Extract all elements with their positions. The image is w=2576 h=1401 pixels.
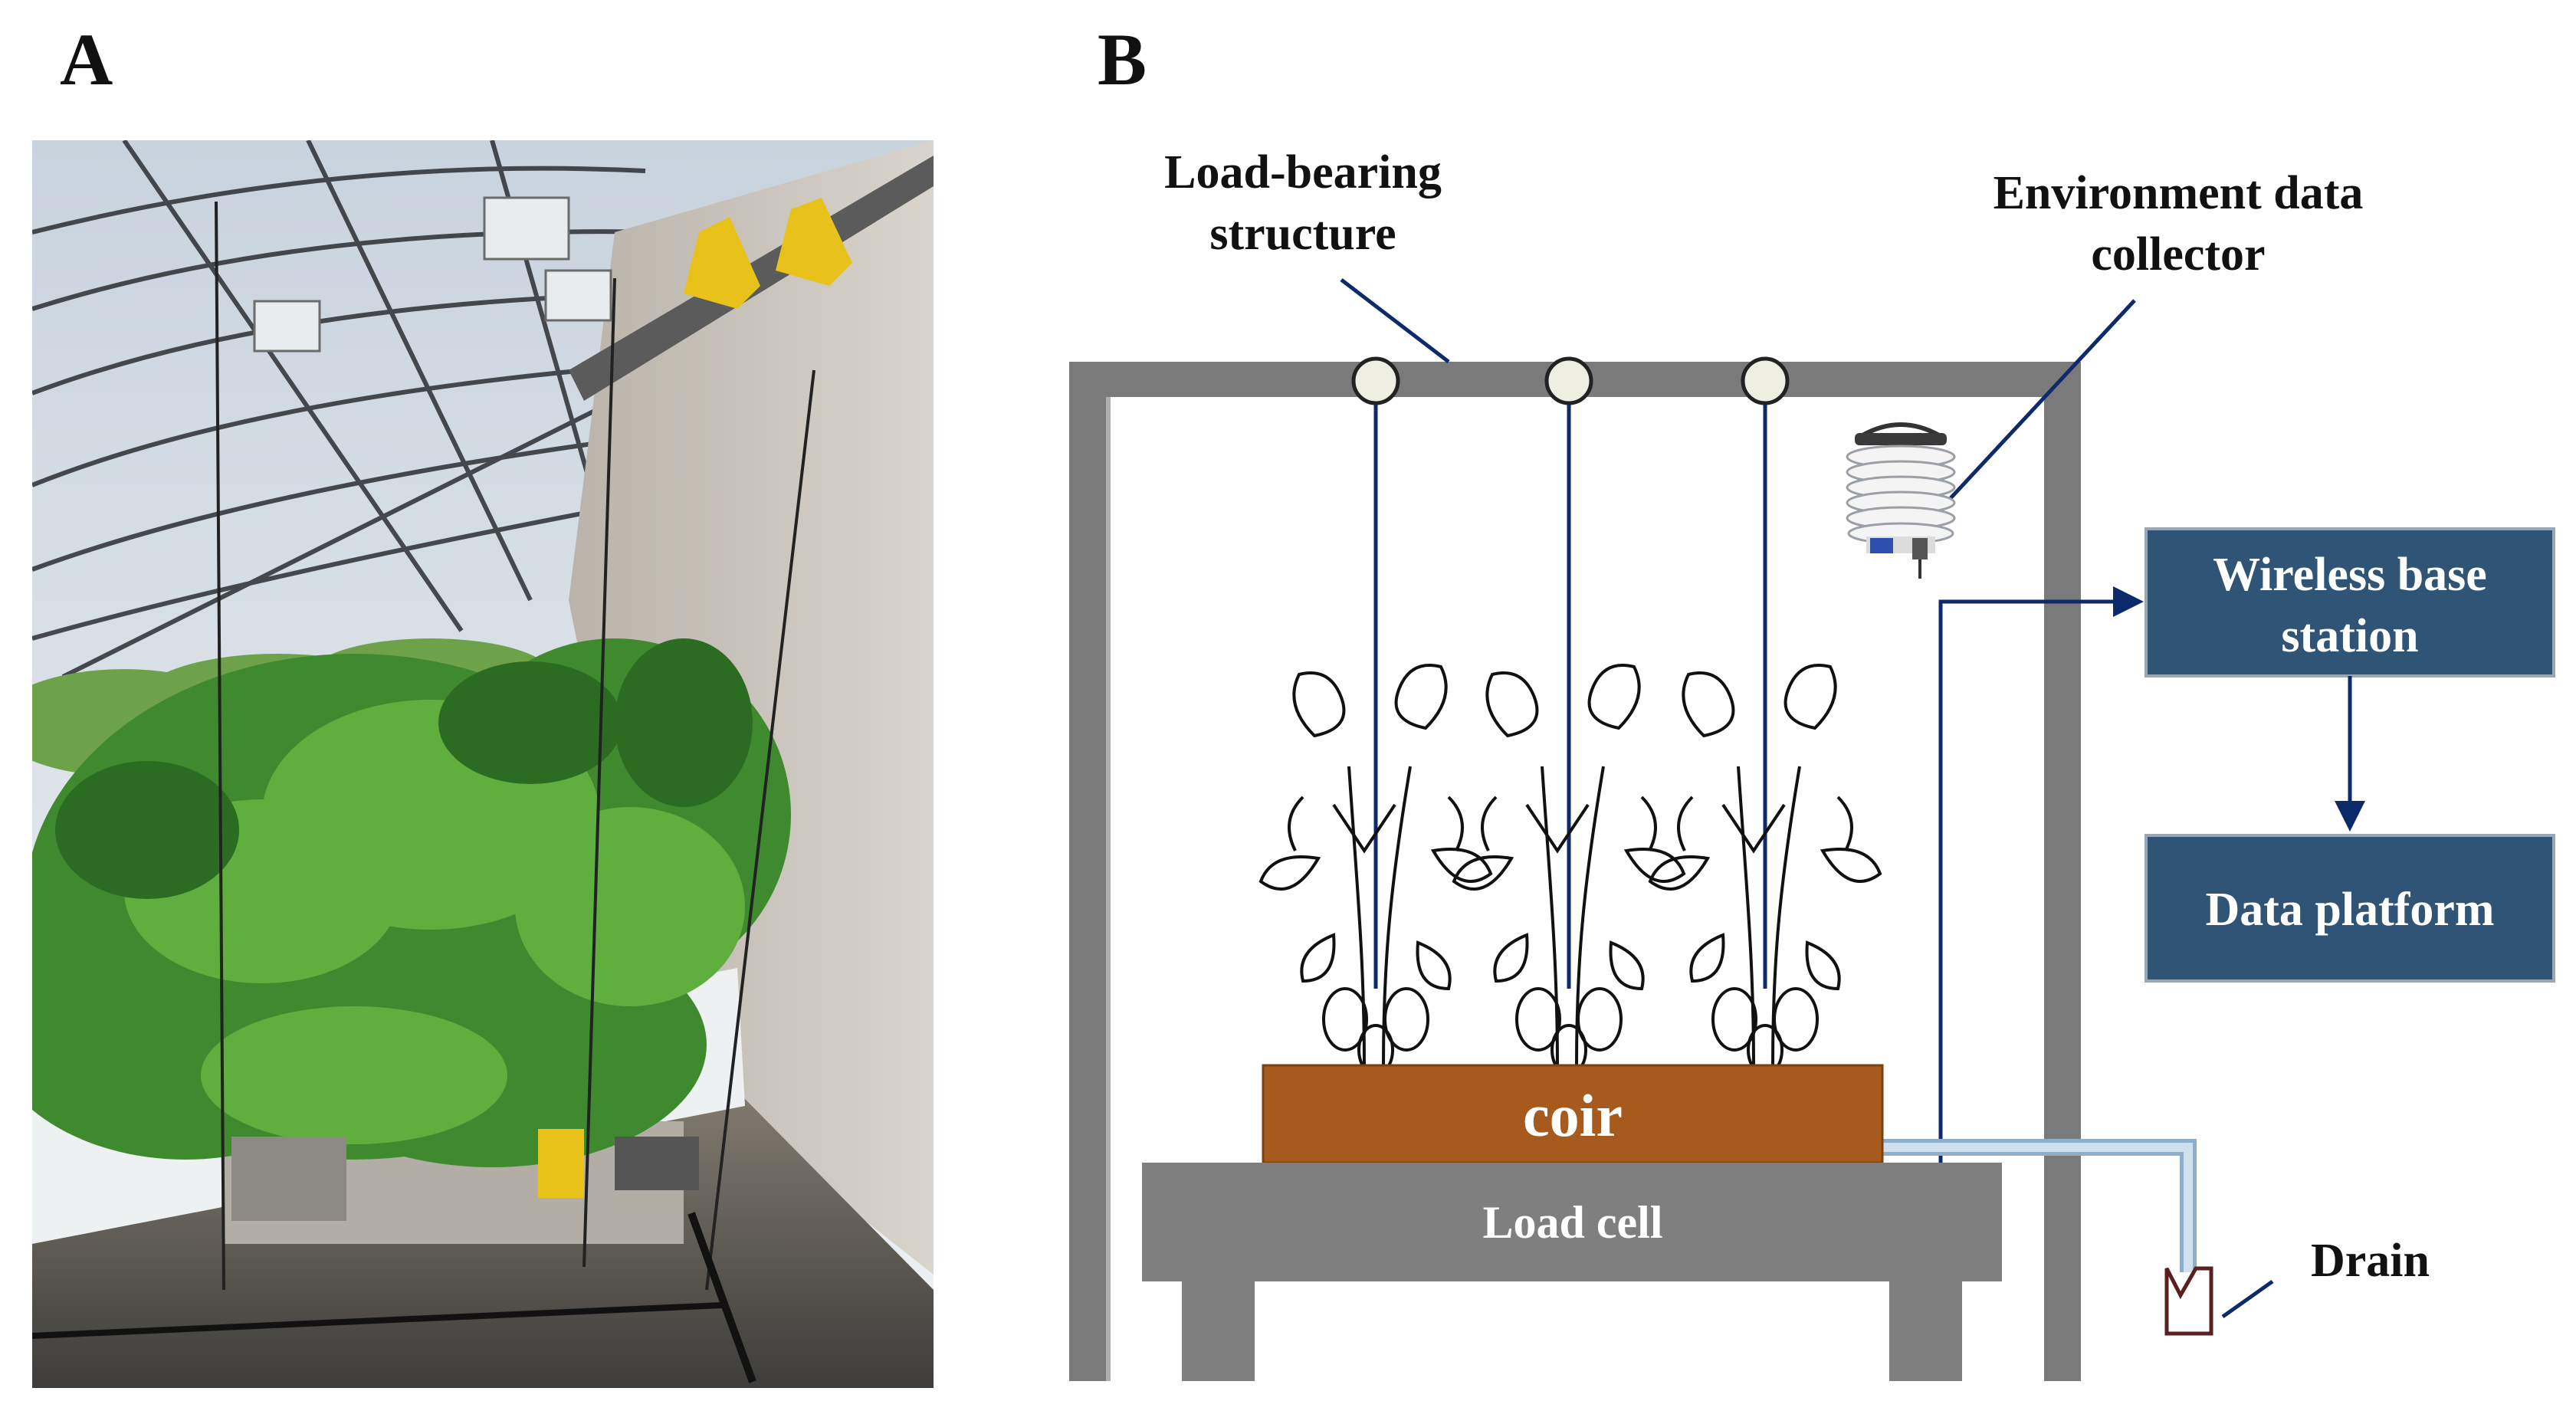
load-cell-table: Load cell: [1142, 1163, 2002, 1381]
pulley-3: [1741, 356, 1790, 405]
label-env-2: collector: [2091, 228, 2265, 281]
pulley-2: [1544, 356, 1593, 405]
frame-right-post: [2044, 362, 2081, 1381]
wireless-base-station-box: Wireless base station: [2144, 527, 2555, 678]
pulley-1: [1351, 356, 1400, 405]
label-wireless-2: station: [2281, 610, 2418, 662]
label-env-1: Environment data: [1994, 167, 2364, 219]
tomato-plant-2-icon: [1452, 664, 1686, 1076]
coir-slab: coir: [1262, 1064, 1884, 1164]
label-load-bearing-2: structure: [1209, 208, 1396, 260]
panel-label-b: B: [1098, 18, 1147, 100]
label-load-cell: Load cell: [1483, 1197, 1663, 1248]
label-drain: Drain: [2311, 1235, 2430, 1287]
drain-pipe: [1878, 1143, 2193, 1272]
label-load-bearing-1: Load-bearing: [1164, 146, 1442, 199]
drain-cup-icon: [2164, 1266, 2213, 1336]
label-data-platform: Data platform: [2205, 884, 2494, 936]
label-wireless-1: Wireless base: [2213, 549, 2487, 601]
data-platform-box: Data platform: [2144, 834, 2555, 983]
table-leg-right: [1889, 1281, 1962, 1381]
pointer-load-bearing: [1340, 278, 1450, 363]
load-cell-top: [1142, 1163, 2002, 1281]
signal-line-to-station: [1938, 586, 2144, 1165]
tomato-plant-3-icon: [1648, 664, 1882, 1076]
greenhouse-photo: [32, 140, 934, 1388]
pointer-env: [1949, 299, 2136, 500]
panel-label-a: A: [60, 18, 113, 100]
label-coir: coir: [1523, 1082, 1623, 1149]
frame-left-post: [1069, 362, 1106, 1381]
hanging-wires: [1373, 400, 1767, 989]
pulleys: [1351, 356, 1790, 405]
pointer-drain: [2221, 1279, 2274, 1319]
table-leg-left: [1182, 1281, 1255, 1381]
environment-sensor-icon: [1846, 422, 1956, 579]
